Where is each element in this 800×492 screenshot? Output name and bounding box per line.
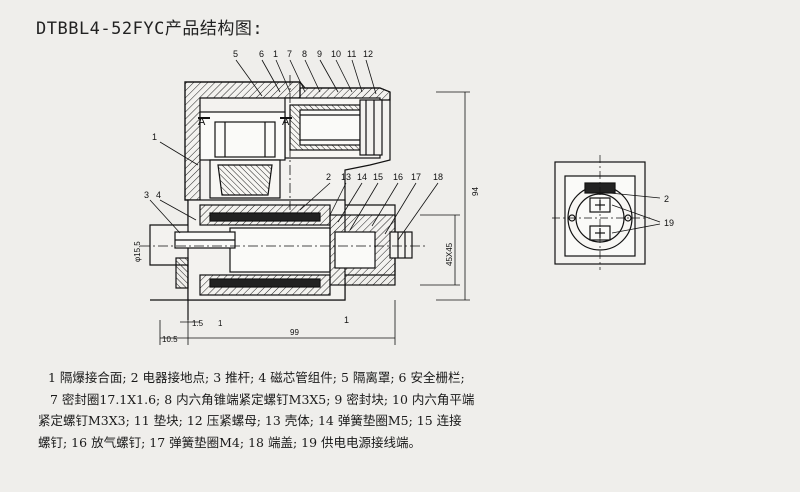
dim-99: 99 xyxy=(290,328,299,337)
section-view xyxy=(140,75,425,320)
side-callout-19: 19 xyxy=(664,218,674,228)
callout-13: 13 xyxy=(341,172,351,182)
dim-diameter: φ15.5 xyxy=(133,241,142,262)
callout-1-bottom: 1 xyxy=(344,315,349,325)
callout-16: 16 xyxy=(393,172,403,182)
dim-1-a: 1 xyxy=(218,319,223,328)
callout-6: 6 xyxy=(259,49,264,59)
side-view xyxy=(552,155,661,270)
legend-line-1: 1 隔爆接合面; 2 电器接地点; 3 推杆; 4 磁芯管组件; 5 隔离罩; … xyxy=(48,370,465,385)
dim-height: 94 xyxy=(471,187,480,196)
callout-9: 9 xyxy=(317,49,322,59)
legend-line-3: 紧定螺钉M3X3; 11 垫块; 12 压紧螺母; 13 壳体; 14 弹簧垫圈… xyxy=(38,413,462,428)
page-title: DTBBL4-52FYC产品结构图: xyxy=(36,19,264,39)
callout-7: 7 xyxy=(287,49,292,59)
callout-5: 5 xyxy=(233,49,238,59)
parts-legend: 1 隔爆接合面; 2 电器接地点; 3 推杆; 4 磁芯管组件; 5 隔离罩; … xyxy=(36,367,776,453)
legend-line-4: 螺钉; 16 放气螺钉; 17 弹簧垫圈M4; 18 端盖; 19 供电电源接线… xyxy=(38,434,422,450)
callout-3: 3 xyxy=(144,190,149,200)
callout-14: 14 xyxy=(357,172,367,182)
callout-17: 17 xyxy=(411,172,421,182)
leader-lines xyxy=(149,59,470,345)
callout-8: 8 xyxy=(302,49,307,59)
dim-10-5: 10.5 xyxy=(162,335,178,344)
structure-drawing: 5 6 1 7 8 9 10 11 12 2 13 14 15 16 17 18… xyxy=(133,49,674,345)
dim-square: 45X45 xyxy=(445,242,454,266)
callout-12: 12 xyxy=(363,49,373,59)
callout-1-top: 1 xyxy=(273,49,278,59)
callout-18: 18 xyxy=(433,172,443,182)
callout-11: 11 xyxy=(347,49,356,59)
callout-1-side: 1 xyxy=(152,132,157,142)
callout-2: 2 xyxy=(326,172,331,182)
callout-15: 15 xyxy=(373,172,383,182)
dim-1-5: 1.5 xyxy=(192,319,204,328)
section-marker-a-left: A xyxy=(198,116,206,128)
side-callout-2: 2 xyxy=(664,194,669,204)
section-marker-a-right: A xyxy=(282,116,290,128)
callout-labels: 5 6 1 7 8 9 10 11 12 2 13 14 15 16 17 18… xyxy=(133,49,674,344)
callout-4: 4 xyxy=(156,190,161,200)
callout-10: 10 xyxy=(331,49,341,59)
legend-line-2: 7 密封圈17.1X1.6; 8 内六角锥端紧定螺钉M3X5; 9 密封块; 1… xyxy=(50,391,475,407)
